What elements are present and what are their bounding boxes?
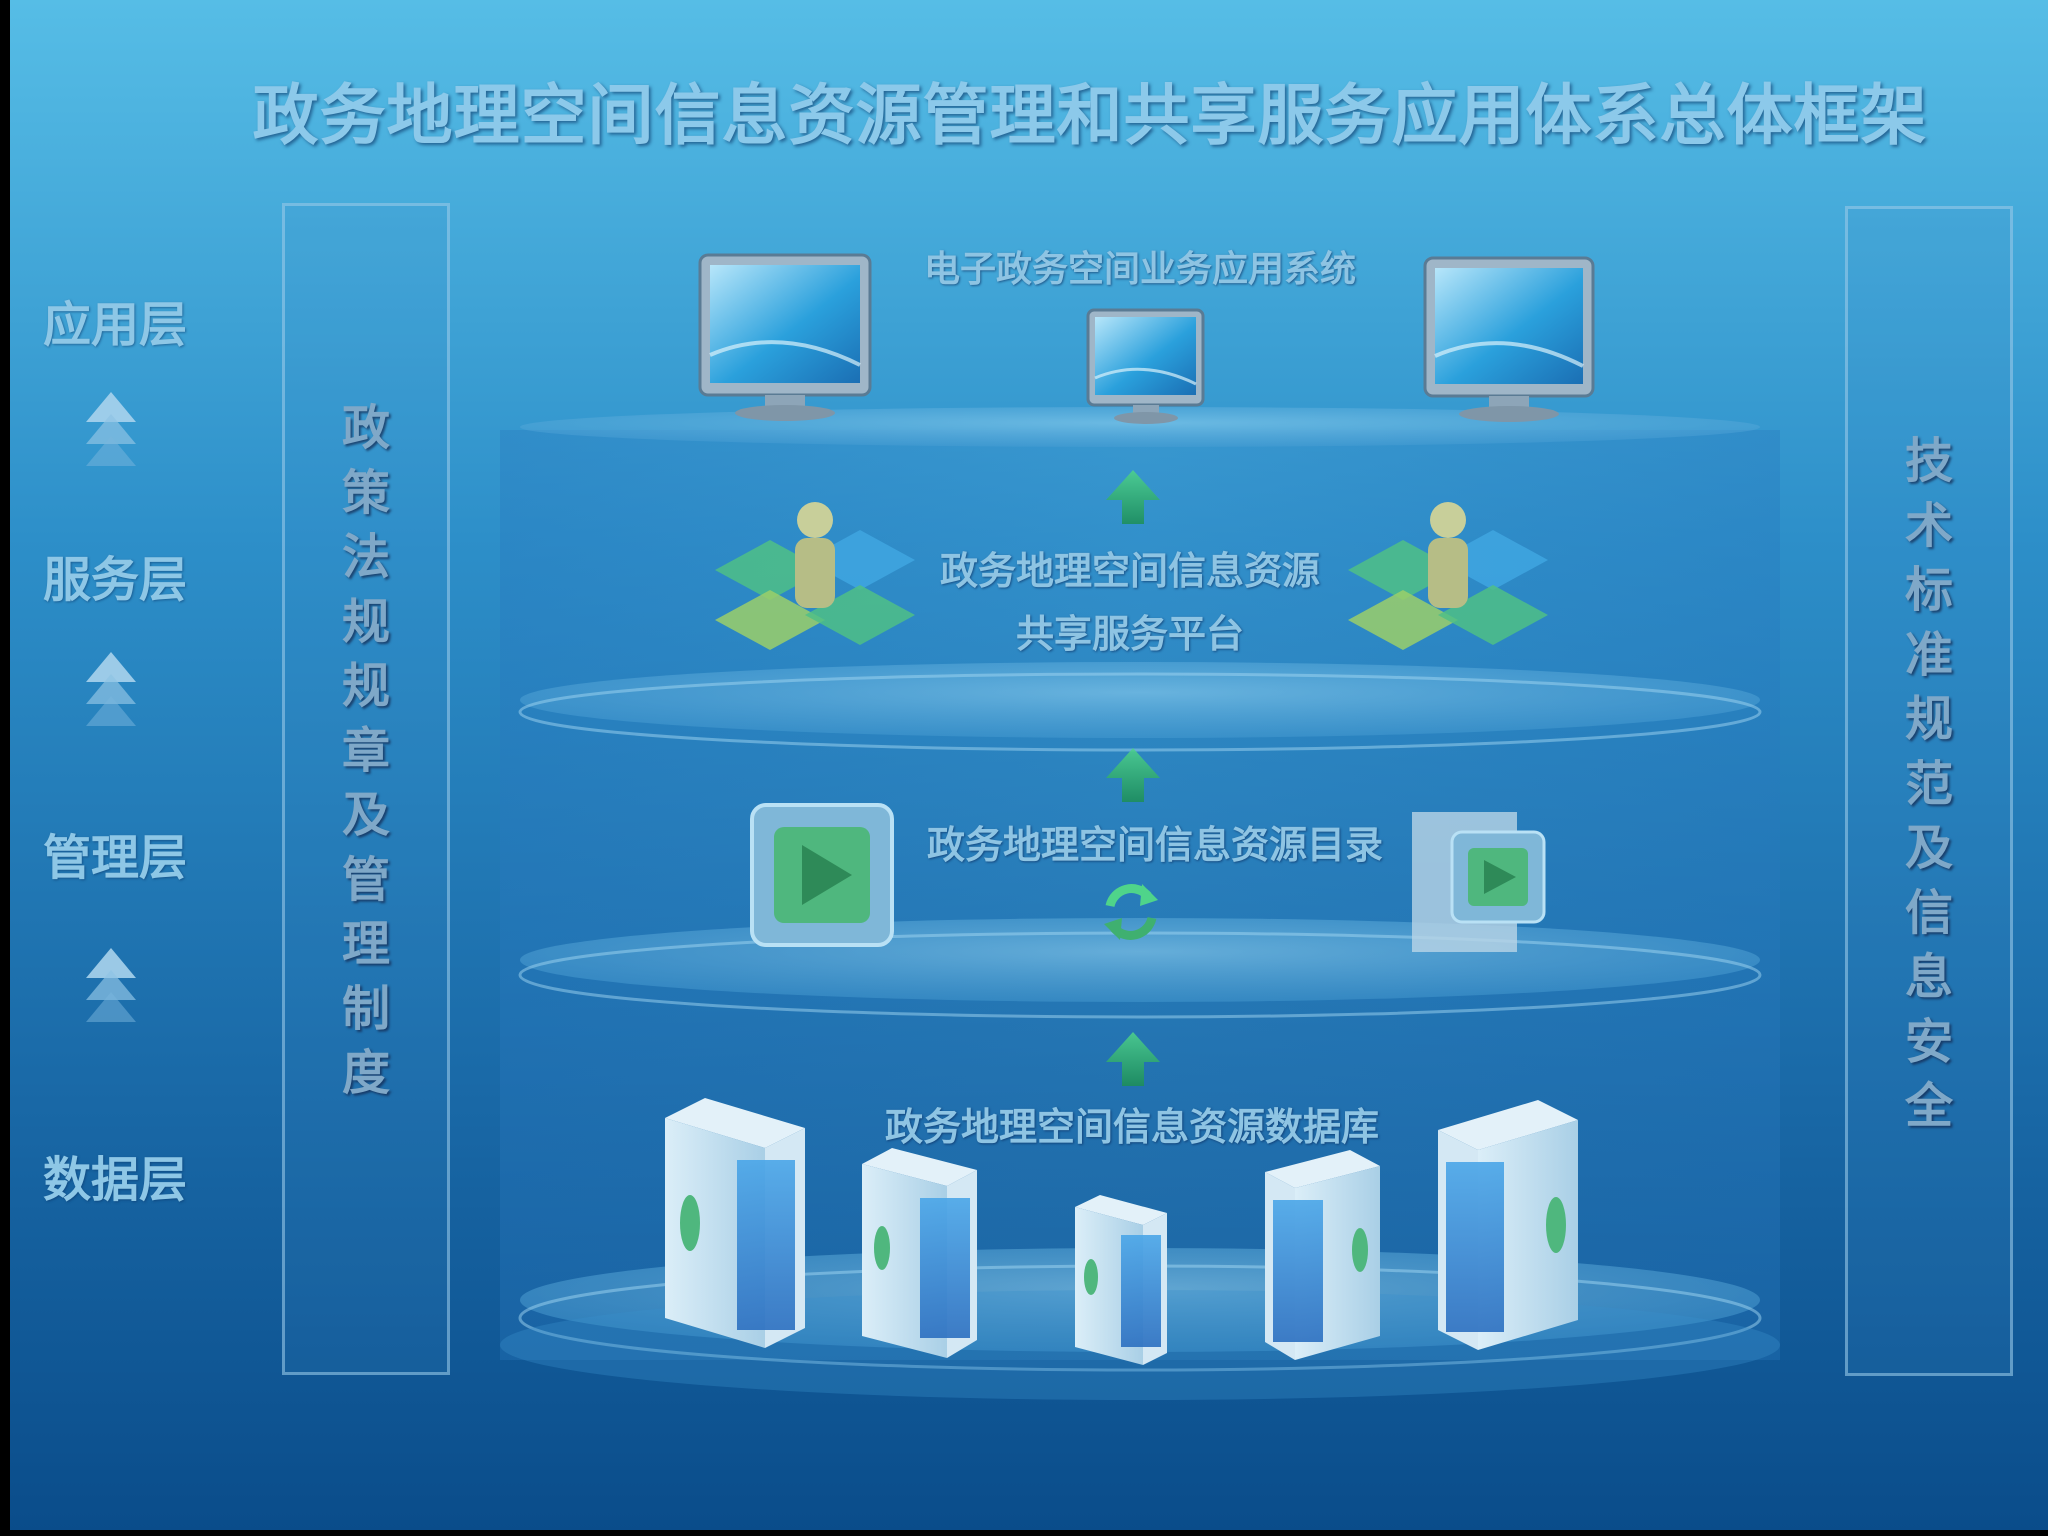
server-icon bbox=[1438, 1100, 1578, 1350]
policy-char: 管 bbox=[341, 851, 390, 908]
policy-regulation-panel: 政策法规规章及管理制度 bbox=[282, 203, 450, 1375]
policy-char: 度 bbox=[341, 1045, 390, 1101]
tech-char: 技 bbox=[1904, 433, 1953, 489]
policy-regulation-text: 政策法规规章及管理制度 bbox=[285, 396, 447, 1106]
tier-label-database: 政务地理空间信息资源数据库 bbox=[884, 1105, 1379, 1149]
policy-char: 章 bbox=[341, 722, 390, 779]
policy-char: 政 bbox=[341, 400, 390, 456]
policy-char: 理 bbox=[341, 916, 390, 972]
tech-char: 准 bbox=[1904, 626, 1953, 683]
catalog-icon bbox=[1412, 812, 1546, 952]
layer-label-application: 应用层 bbox=[42, 297, 187, 353]
tier-label-platform-line1: 政务地理空间信息资源 bbox=[939, 549, 1320, 593]
monitor-icon bbox=[698, 253, 872, 421]
left-edge-bar bbox=[0, 0, 10, 1536]
user-tiles-icon bbox=[715, 502, 915, 650]
tech-char: 息 bbox=[1904, 949, 1953, 1005]
tech-char: 规 bbox=[1904, 691, 1953, 747]
up-arrow-icon bbox=[1106, 470, 1160, 524]
bottom-edge-bar bbox=[0, 1530, 2048, 1536]
up-arrow-icon bbox=[86, 652, 136, 726]
tech-standard-panel: 技术标准规范及信息安全 bbox=[1845, 206, 2013, 1376]
user-tiles-icon bbox=[1348, 502, 1548, 650]
sync-icon bbox=[1104, 884, 1158, 940]
policy-char: 规 bbox=[341, 658, 390, 714]
tier-disc-platform bbox=[518, 662, 1762, 752]
monitor-icon bbox=[1086, 308, 1205, 424]
catalog-icon bbox=[750, 803, 894, 947]
up-arrow-icon bbox=[1106, 748, 1160, 802]
server-icon bbox=[862, 1148, 977, 1358]
tech-char: 范 bbox=[1904, 755, 1953, 812]
up-arrow-icon bbox=[86, 392, 136, 466]
server-icon bbox=[665, 1098, 805, 1348]
tech-char: 标 bbox=[1904, 562, 1953, 618]
policy-char: 规 bbox=[341, 593, 390, 650]
policy-char: 制 bbox=[341, 980, 390, 1037]
page-title: 政务地理空间信息资源管理和共享服务应用体系总体框架 bbox=[252, 77, 1928, 154]
layer-label-management: 管理层 bbox=[42, 830, 187, 886]
tier-label-app-system: 电子政务空间业务应用系统 bbox=[923, 249, 1356, 290]
layer-label-data: 数据层 bbox=[42, 1152, 187, 1208]
tier-label-platform-line2: 共享服务平台 bbox=[1015, 612, 1244, 656]
policy-char: 法 bbox=[341, 529, 390, 585]
tech-char: 及 bbox=[1904, 820, 1953, 876]
up-arrow-icon bbox=[86, 948, 136, 1022]
tech-char: 术 bbox=[1904, 497, 1953, 554]
policy-char: 及 bbox=[341, 787, 390, 843]
tier-label-catalog: 政务地理空间信息资源目录 bbox=[926, 823, 1383, 867]
monitor-icon bbox=[1423, 256, 1595, 422]
layer-label-service: 服务层 bbox=[42, 552, 187, 608]
tech-char: 信 bbox=[1904, 884, 1953, 941]
server-icon bbox=[1075, 1195, 1167, 1365]
tech-char: 全 bbox=[1904, 1078, 1953, 1134]
server-icon bbox=[1265, 1150, 1380, 1360]
tech-standard-text: 技术标准规范及信息安全 bbox=[1848, 429, 2010, 1139]
up-arrow-icon bbox=[1106, 1032, 1160, 1086]
policy-char: 策 bbox=[341, 464, 390, 521]
tier-disc-top bbox=[520, 407, 1760, 447]
tech-char: 安 bbox=[1904, 1013, 1953, 1070]
